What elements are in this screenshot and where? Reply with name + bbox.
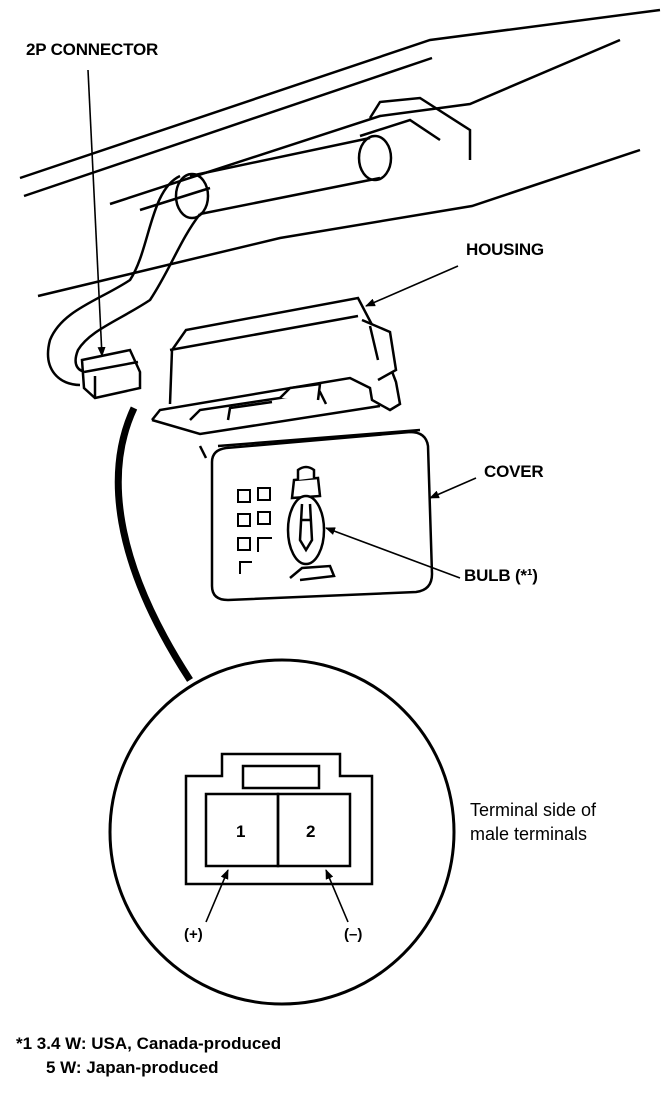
minus-label: (–) (344, 926, 363, 943)
wiring (47, 174, 201, 387)
pin-2-label: 2 (306, 822, 316, 841)
cover-arrow (429, 477, 477, 499)
cover-label: COVER (484, 462, 544, 481)
connector-arrow (87, 69, 106, 357)
terminal-side-label-line1: Terminal side of (470, 800, 597, 820)
ceiling-panel (19, 8, 661, 298)
minus-arrow (325, 869, 349, 923)
housing-label: HOUSING (466, 240, 544, 259)
bulb (286, 465, 326, 566)
housing (151, 296, 402, 436)
bulb-arrow (325, 527, 461, 579)
footnote-line2: 5 W: Japan-produced (46, 1058, 219, 1077)
pin-1-label: 1 (236, 822, 246, 841)
bulb-label: BULB (*¹) (464, 566, 538, 585)
plus-arrow (205, 869, 229, 923)
plus-label: (+) (184, 926, 203, 943)
leader-lines (87, 69, 477, 923)
harness-connector (80, 348, 142, 400)
terminal-side-label-line2: male terminals (470, 824, 588, 844)
terminal-connector (184, 752, 374, 886)
cover-pattern (237, 487, 272, 574)
connector-lead (114, 406, 193, 682)
harness-tube (174, 134, 393, 220)
connector-label: 2P CONNECTOR (26, 40, 159, 59)
housing-arrow (365, 265, 459, 307)
terminal-detail-circle (108, 658, 456, 1006)
footnote-line1: *1 3.4 W: USA, Canada-produced (16, 1034, 282, 1053)
